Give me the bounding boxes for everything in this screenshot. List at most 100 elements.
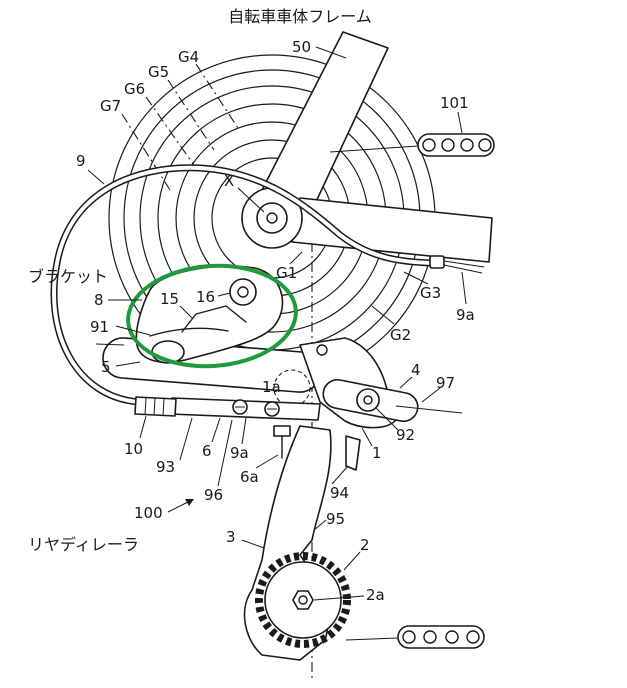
- leader-6a: [255, 454, 279, 469]
- bracket-bolt-16: [229, 278, 257, 306]
- bracket-inner-curve-91: [149, 327, 229, 337]
- label-9a-lower: 9a: [230, 444, 249, 462]
- leader-15: [179, 305, 193, 319]
- chain-top-pin-4: [478, 138, 492, 152]
- leader-2: [343, 551, 361, 571]
- label-g3: G3: [420, 284, 441, 302]
- leader-91: [115, 325, 151, 336]
- chain-bottom-line: [345, 637, 399, 641]
- label-15: 15: [160, 290, 179, 308]
- chain-bottom-pin-3: [445, 630, 459, 644]
- chain-bottom-pin-4: [466, 630, 480, 644]
- arrowhead-100: [185, 499, 194, 506]
- label-101: 101: [440, 94, 469, 112]
- label-96: 96: [204, 486, 223, 504]
- bracket-highlight-ellipse: [126, 263, 298, 369]
- rear-hub-center: [266, 212, 278, 224]
- inner-wire-1: [443, 260, 485, 268]
- leader-95: [313, 519, 327, 531]
- leader-9: [87, 169, 105, 185]
- label-5: 5: [101, 358, 111, 376]
- label-g6: G6: [124, 80, 145, 98]
- leader-50: [315, 46, 347, 59]
- chain-top-links: [417, 133, 495, 157]
- leader-2a: [313, 595, 365, 601]
- bracket-title: ブラケット: [28, 267, 108, 286]
- label-8: 8: [94, 291, 104, 309]
- pulley-2-teeth: [255, 552, 351, 648]
- chain-top: [329, 133, 495, 157]
- leader-94: [331, 465, 349, 485]
- leader-5: [115, 361, 141, 367]
- bracket-8: [135, 265, 284, 364]
- inner-wire-2: [443, 264, 483, 274]
- leader-1: [361, 427, 373, 447]
- chain-top-pin-3: [460, 138, 474, 152]
- label-2a: 2a: [366, 586, 385, 604]
- leader-101: [457, 111, 463, 134]
- adjust-barrel-rib-1: [144, 397, 147, 416]
- chain-top-pin-2: [441, 138, 455, 152]
- label-3: 3: [226, 528, 236, 546]
- leader-x: [237, 187, 265, 213]
- label-93: 93: [156, 458, 175, 476]
- leader-93: [179, 417, 193, 461]
- chain-top-pin-1: [422, 138, 436, 152]
- leader-97: [421, 387, 441, 403]
- labels: 自転車車体フレーム ブラケット リヤディレーラ 50 101 G4 G5 G6 …: [28, 7, 475, 604]
- adjust-barrel-rib-3: [162, 398, 165, 417]
- leader-96: [217, 419, 233, 487]
- cable-end-cap: [429, 255, 445, 269]
- label-1: 1: [372, 444, 382, 462]
- line-97: [395, 405, 463, 414]
- derailleur-linkage: [134, 337, 463, 471]
- label-92: 92: [396, 426, 415, 444]
- bracket-notch-15: [181, 305, 247, 333]
- bicycle-frame: [241, 31, 493, 263]
- label-50: 50: [292, 38, 311, 56]
- leader-g3: [403, 271, 429, 285]
- leader-4: [399, 376, 413, 389]
- label-16: 16: [196, 288, 215, 306]
- label-9: 9: [76, 152, 86, 170]
- movable-member-bolt: [316, 344, 328, 356]
- frame-seat-stay-tube: [261, 31, 389, 207]
- label-x: X: [224, 172, 234, 190]
- label-g1: G1: [276, 264, 297, 282]
- link-pivot-92-center: [363, 395, 373, 405]
- leader-lines: [87, 46, 467, 601]
- leader-g5: [167, 79, 215, 151]
- chain-cage-3: [243, 425, 351, 661]
- chain-bottom-links: [397, 625, 485, 649]
- leader-10: [139, 415, 147, 439]
- adjust-barrel-10: [134, 396, 177, 417]
- rear-hub-axle: [256, 202, 288, 234]
- label-97: 97: [436, 374, 455, 392]
- leader-3: [241, 539, 265, 549]
- label-4: 4: [411, 361, 421, 379]
- frame-title: 自転車車体フレーム: [228, 7, 372, 26]
- leader-g4: [195, 63, 239, 129]
- label-9a-cable: 9a: [456, 306, 475, 324]
- control-cable: [50, 164, 485, 406]
- frame-chain-stay: [291, 197, 493, 263]
- chain-top-line: [329, 145, 419, 153]
- label-g2: G2: [390, 326, 411, 344]
- chain-bottom-pin-1: [402, 630, 416, 644]
- label-g7: G7: [100, 97, 121, 115]
- label-6: 6: [202, 442, 212, 460]
- leader-6: [211, 417, 221, 443]
- adjust-barrel-rib-2: [153, 397, 156, 416]
- bracket-bolt-16-center: [237, 286, 249, 298]
- cable-housing-inner: [52, 165, 434, 404]
- leader-g6: [145, 96, 197, 169]
- leader-g1: [289, 251, 303, 265]
- label-g4: G4: [178, 48, 199, 66]
- label-6a: 6a: [240, 468, 259, 486]
- chain-bottom-pin-2: [423, 630, 437, 644]
- label-g5: G5: [148, 63, 169, 81]
- pulley-bolt-2a: [292, 590, 314, 610]
- screw-6a-head: [273, 425, 291, 437]
- leader-9a-cable: [461, 271, 467, 305]
